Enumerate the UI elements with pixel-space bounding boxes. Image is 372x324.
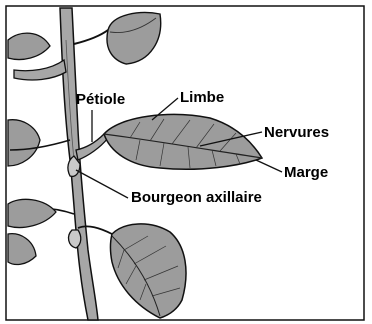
label-bourgeon-axillaire: Bourgeon axillaire: [131, 189, 262, 206]
label-nervures: Nervures: [264, 124, 329, 141]
label-limbe: Limbe: [180, 89, 224, 106]
label-petiole: Pétiole: [76, 91, 125, 108]
label-marge: Marge: [284, 164, 328, 181]
